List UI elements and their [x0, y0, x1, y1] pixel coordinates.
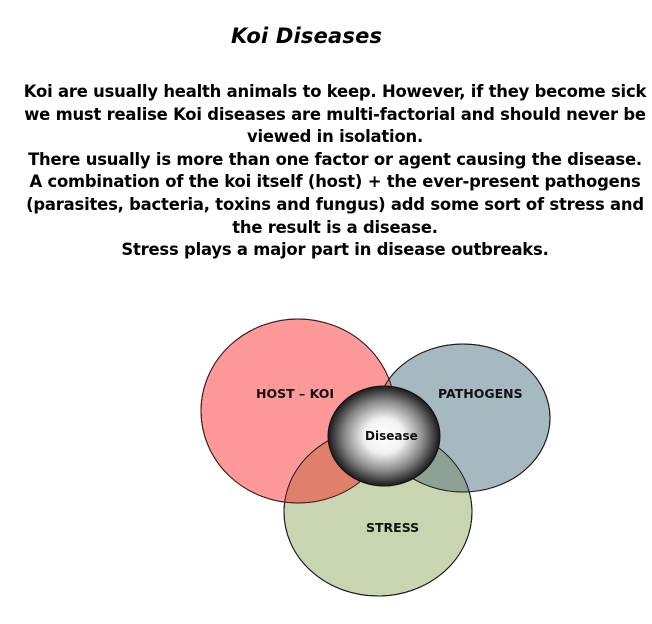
intro-text: Koi are usually health animals to keep. …: [20, 81, 650, 262]
paragraph-3: A combination of the koi itself (host) +…: [26, 172, 644, 237]
host-koi-label: HOST – KOI: [256, 386, 334, 401]
paragraph-1: Koi are usually health animals to keep. …: [23, 82, 647, 147]
paragraph-4: Stress plays a major part in disease out…: [121, 240, 549, 260]
stress-label: STRESS: [366, 520, 419, 535]
paragraph-2: There usually is more than one factor or…: [28, 149, 642, 169]
disease-center-circle: [327, 385, 441, 487]
page-title: Koi Diseases: [231, 24, 383, 48]
disease-label: Disease: [365, 429, 418, 443]
host-stress-overlap: [284, 428, 395, 503]
pathogens-label: PATHOGENS: [438, 386, 523, 401]
